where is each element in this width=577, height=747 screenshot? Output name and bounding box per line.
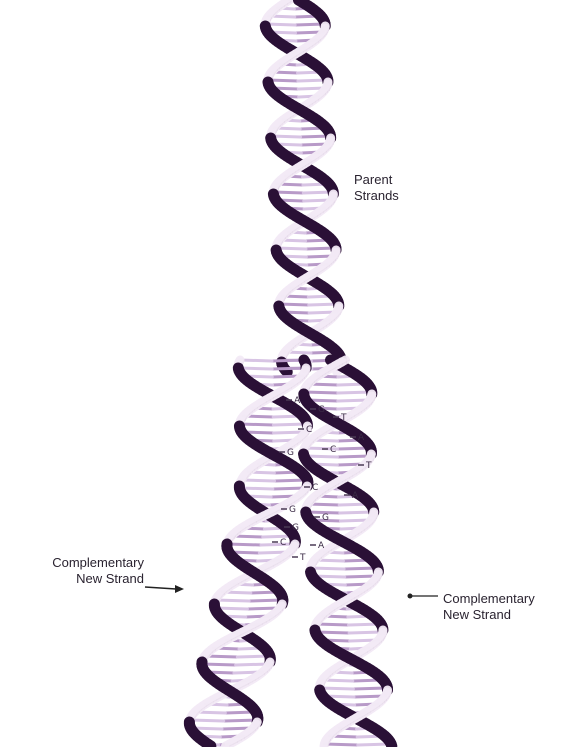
strand-back-segment — [226, 744, 230, 746]
pointer-dot-icon — [408, 594, 413, 599]
helix-layer — [189, 0, 391, 746]
nucleotide-letter: C — [312, 483, 318, 493]
base-pair — [310, 568, 344, 569]
nucleotide-letter: A — [294, 396, 301, 406]
left-daughter-helix — [189, 360, 311, 746]
label-pointers — [145, 585, 438, 599]
strand-front-segment — [208, 744, 211, 746]
right-daughter-helix — [303, 360, 391, 746]
base-pair — [240, 360, 272, 361]
nucleotide-letter: G — [292, 523, 299, 533]
nucleotide-letter: C — [306, 425, 312, 435]
left-label-pointer — [145, 587, 176, 589]
parent-strands-label-line1: Parent — [354, 172, 399, 188]
parent-strands-label-line2: Strands — [354, 188, 399, 204]
strand-front-segment — [285, 370, 287, 372]
base-pair — [190, 720, 224, 721]
left-new-strand-label-line1: Complementary — [30, 555, 144, 571]
nucleotide-letter: C — [330, 445, 336, 455]
left-new-strand-label-line2: New Strand — [30, 571, 144, 587]
right-new-strand-label: Complementary New Strand — [443, 591, 535, 623]
nucleotide-letter: A — [358, 433, 365, 443]
right-new-strand-label-line2: New Strand — [443, 607, 535, 623]
nucleotide-letter: G — [289, 505, 296, 515]
free-nucleotide: A — [310, 541, 325, 551]
nucleotide-letter: C — [280, 538, 286, 548]
base-pair — [324, 744, 357, 745]
nucleotide-letter: T — [340, 413, 347, 423]
free-nucleotide: C — [272, 538, 286, 548]
parent-helix — [265, 0, 345, 372]
left-new-strand-label: Complementary New Strand — [30, 555, 144, 587]
nucleotide-letter: T — [299, 553, 306, 563]
strand-front-segment — [391, 744, 392, 746]
nucleotide-letter: G — [318, 405, 325, 415]
nucleotide-letter: G — [322, 513, 329, 523]
nucleotide-letter: A — [318, 541, 325, 551]
nucleotide-letter: T — [365, 461, 372, 471]
right-new-strand-label-line1: Complementary — [443, 591, 535, 607]
arrowhead-icon — [175, 585, 184, 593]
free-nucleotide: T — [292, 553, 306, 563]
base-pair — [349, 632, 383, 633]
nucleotide-letter: A — [352, 491, 359, 501]
parent-strands-label: Parent Strands — [354, 172, 399, 204]
nucleotide-letter: G — [287, 448, 294, 458]
